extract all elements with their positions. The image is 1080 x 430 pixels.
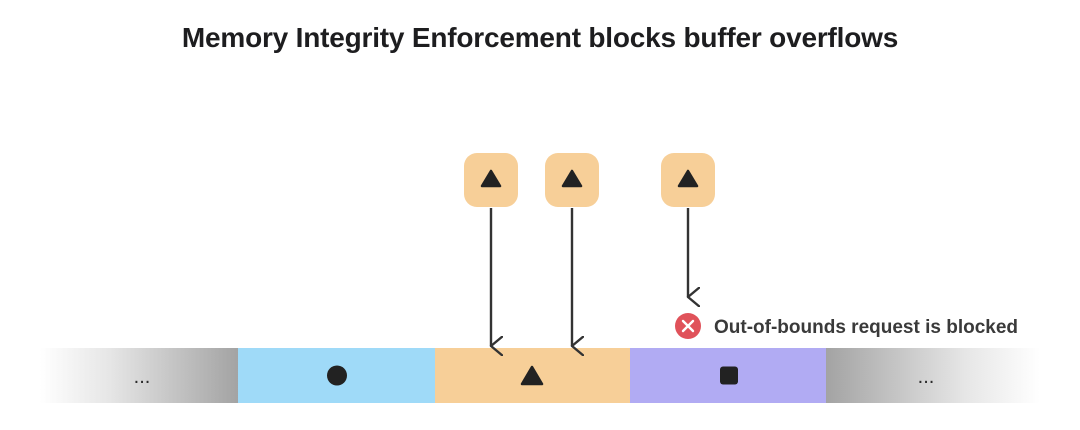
blocked-note: Out-of-bounds request is blocked: [675, 313, 1018, 339]
page-title: Memory Integrity Enforcement blocks buff…: [181, 22, 899, 53]
x-circle-icon: [675, 313, 701, 339]
circle-tag-icon: [327, 365, 347, 386]
memory-block-ellipsis-left: [40, 348, 238, 403]
pointer-triangle-1: [464, 153, 518, 346]
triangle-tag-icon: [520, 365, 544, 386]
triangle-tag-icon: [677, 169, 699, 188]
square-tag-icon: [720, 366, 738, 385]
blocked-note-text: Out-of-bounds request is blocked: [714, 317, 1018, 338]
ellipsis-right-label: ...: [918, 366, 935, 388]
ellipsis-left-label: ...: [134, 366, 151, 388]
memory-strip: ... ...: [40, 348, 1040, 403]
triangle-tag-icon: [561, 169, 583, 188]
pointer-triangle-2: [545, 153, 599, 346]
triangle-tag-icon: [480, 169, 502, 188]
pointer-triangle-3-blocked: [661, 153, 715, 297]
memory-block-ellipsis-right: [826, 348, 1040, 403]
